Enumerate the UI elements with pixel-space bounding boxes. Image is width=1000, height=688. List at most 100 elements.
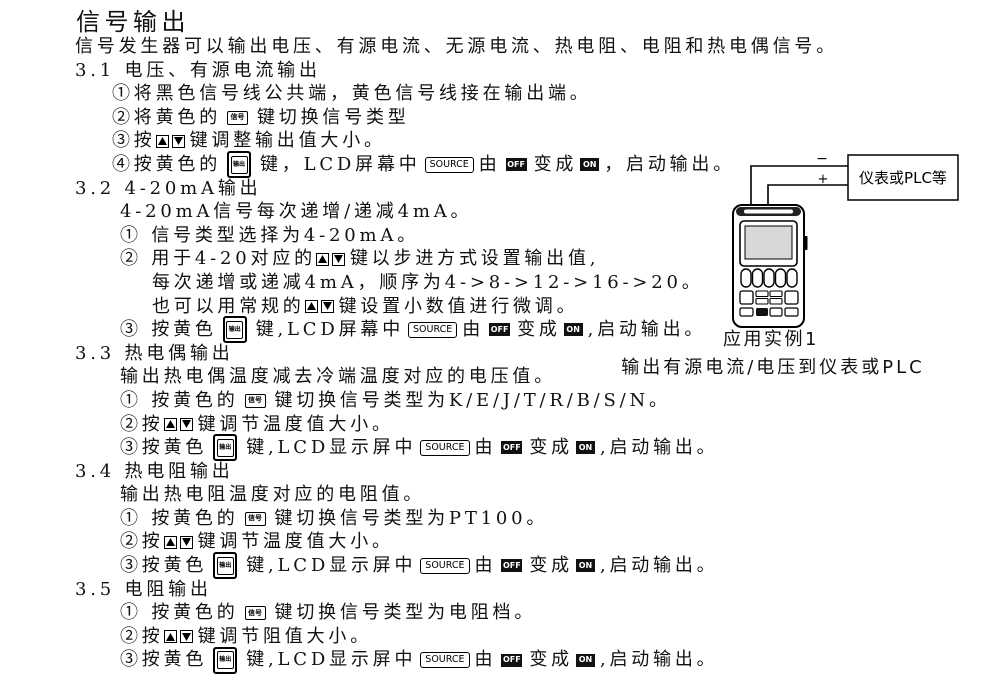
instruction-line: ②按 键调节阻值大小。 [0,625,740,649]
up-key-icon [163,535,177,549]
instrument-box-label: 仪表或PLC等 [859,169,947,187]
output-key-label: 输出 [230,155,248,174]
intro-line: 信号发生器可以输出电压、有源电流、无源电流、热电阻、电阻和热电偶信号。 [0,35,834,59]
down-key-icon [179,630,193,644]
up-key-icon [163,417,177,431]
output-key-label: 输出 [226,320,244,339]
instruction-line: ③ 按黄色 输出 键,LCD屏幕中 SOURCE 由 OFF 变成 ON ,启动… [0,316,740,344]
signal-key-label: 信号 [248,608,263,617]
down-key-icon [320,299,334,313]
instruction-line: ② 用于4-20对应的 键以步进方式设置输出值, [0,247,740,271]
instruction-line: 输出热电偶温度减去冷端温度对应的电压值。 [0,365,740,389]
device-screen [744,225,793,260]
section-heading: 3.5 电阻输出 [0,578,740,602]
instruction-text: ④按黄色的 [112,153,221,175]
instruction-line: ②将黄色的 信号 键切换信号类型 [0,106,740,130]
instruction-text: 由 [478,153,501,175]
page-title: 信号输出 [76,8,190,36]
source-indicator-icon: SOURCE [408,321,458,338]
application-diagram: − + 仪表或PLC等 [732,151,959,328]
instruction-line: ②按 键调节温度值大小。 [0,530,740,554]
source-indicator-icon: SOURCE [420,557,470,574]
off-indicator-icon: OFF [501,653,523,667]
section-heading: 3.4 热电阻输出 [0,460,740,484]
section-heading-text: 3.4 热电阻输出 [75,460,234,482]
on-indicator-icon: ON [575,559,595,573]
instruction-text: ②按 [120,625,164,647]
instruction-line: ①将黑色信号线公共端，黄色信号线接在输出端。 [0,82,740,106]
signal-key-icon: 信号 [227,110,248,125]
plus-label: + [818,172,829,187]
section-heading: 3.1 电压、有源电流输出 [0,59,740,83]
instruction-text: 键,LCD显示屏中 [246,437,417,459]
up-key-icon [315,252,329,266]
calibrator-device-icon [732,204,808,328]
negative-wire [750,165,848,207]
signal-key-icon: 信号 [244,393,266,408]
instruction-text: 键设置小数值进行微调。 [338,295,579,317]
instrument-box [847,154,959,201]
section-heading: 3.3 热电偶输出 [0,342,740,366]
signal-key-icon: 信号 [244,606,266,621]
source-indicator-icon: SOURCE [420,652,470,669]
section-heading: 3.2 4-20mA输出 [0,177,740,201]
instruction-text: ③ 按黄色 [120,319,217,341]
instruction-text: 由 [474,437,497,459]
instruction-text: 键切换信号类型为K/E/J/T/R/B/S/N。 [274,389,671,411]
instruction-text: ③按 [112,130,156,152]
source-indicator-icon: SOURCE [420,439,470,456]
instruction-text: ① 按黄色的 [120,507,239,529]
on-indicator-icon: ON [580,158,600,172]
instruction-text: 键,LCD显示屏中 [246,649,417,671]
off-indicator-icon: OFF [489,323,511,337]
section-heading-text: 3.1 电压、有源电流输出 [75,59,321,81]
instruction-text: ,启动输出。 [599,555,719,577]
output-key-icon: 输出 [213,434,238,462]
instruction-text: ①将黑色信号线公共端，黄色信号线接在输出端。 [112,83,592,105]
instruction-line: ③按黄色 输出 键,LCD显示屏中 SOURCE 由 OFF 变成 ON ,启动… [0,434,740,462]
instruction-line: 输出热电阻温度对应的电阻值。 [0,483,740,507]
output-key-icon: 输出 [213,552,238,580]
up-key-icon [155,134,169,148]
signal-key-label: 信号 [248,396,263,405]
signal-key-label: 信号 [230,113,245,122]
diagram-caption: 输出有源电流/电压到仪表或PLC [621,357,925,378]
instruction-text: ,启动输出。 [587,319,707,341]
instruction-body: 信号发生器可以输出电压、有源电流、无源电流、热电阻、电阻和热电偶信号。 3.1 … [0,35,834,674]
instruction-text: 键调节温度值大小。 [197,531,394,553]
instruction-text: ②按 [120,531,164,553]
on-indicator-icon: ON [575,441,595,455]
instruction-text: 4-20mA信号每次递增/递减4mA。 [120,201,473,223]
instruction-text: 键切换信号类型 [257,106,410,128]
off-indicator-icon: OFF [505,158,527,172]
section-heading-text: 3.2 4-20mA输出 [75,177,262,199]
instruction-text: 键调节温度值大小。 [197,413,394,435]
positive-wire [767,184,848,207]
output-key-label: 输出 [216,438,234,457]
instruction-text: ，启动输出。 [604,153,736,175]
intro-text: 信号发生器可以输出电压、有源电流、无源电流、热电阻、电阻和热电偶信号。 [75,36,838,57]
instruction-text: ① 按黄色的 [120,602,239,624]
instruction-text: 输出热电阻温度对应的电阻值。 [120,484,426,506]
instruction-line: 4-20mA信号每次递增/递减4mA。 [0,200,740,224]
signal-key-icon: 信号 [244,511,266,526]
instruction-text: 键,LCD显示屏中 [246,555,417,577]
source-indicator-icon: SOURCE [424,156,474,173]
instruction-text: 键,LCD屏幕中 [255,319,405,341]
instruction-line: ②按 键调节温度值大小。 [0,413,740,437]
instruction-text: 键切换信号类型为PT100。 [274,507,549,529]
on-indicator-icon: ON [575,653,595,667]
output-key-icon: 输出 [222,316,247,344]
instruction-text: ,启动输出。 [599,649,719,671]
instruction-text: 变成 [529,649,573,671]
instruction-text: ③按黄色 [120,437,208,459]
diagram-caption-title: 应用实例1 [723,329,819,350]
instruction-line: 每次递增或递减4mA，顺序为4->8->12->16->20。 [0,271,740,295]
instruction-text: 键调节阻值大小。 [197,625,373,647]
output-key-label: 输出 [216,651,234,670]
instruction-line: ③按黄色 输出 键,LCD显示屏中 SOURCE 由 OFF 变成 ON ,启动… [0,646,740,674]
instruction-text: ③按黄色 [120,555,208,577]
instruction-text: 键切换信号类型为电阻档。 [274,602,537,624]
instruction-line: 也可以用常规的 键设置小数值进行微调。 [0,295,740,319]
instruction-line: ① 按黄色的 信号 键切换信号类型为PT100。 [0,507,740,531]
